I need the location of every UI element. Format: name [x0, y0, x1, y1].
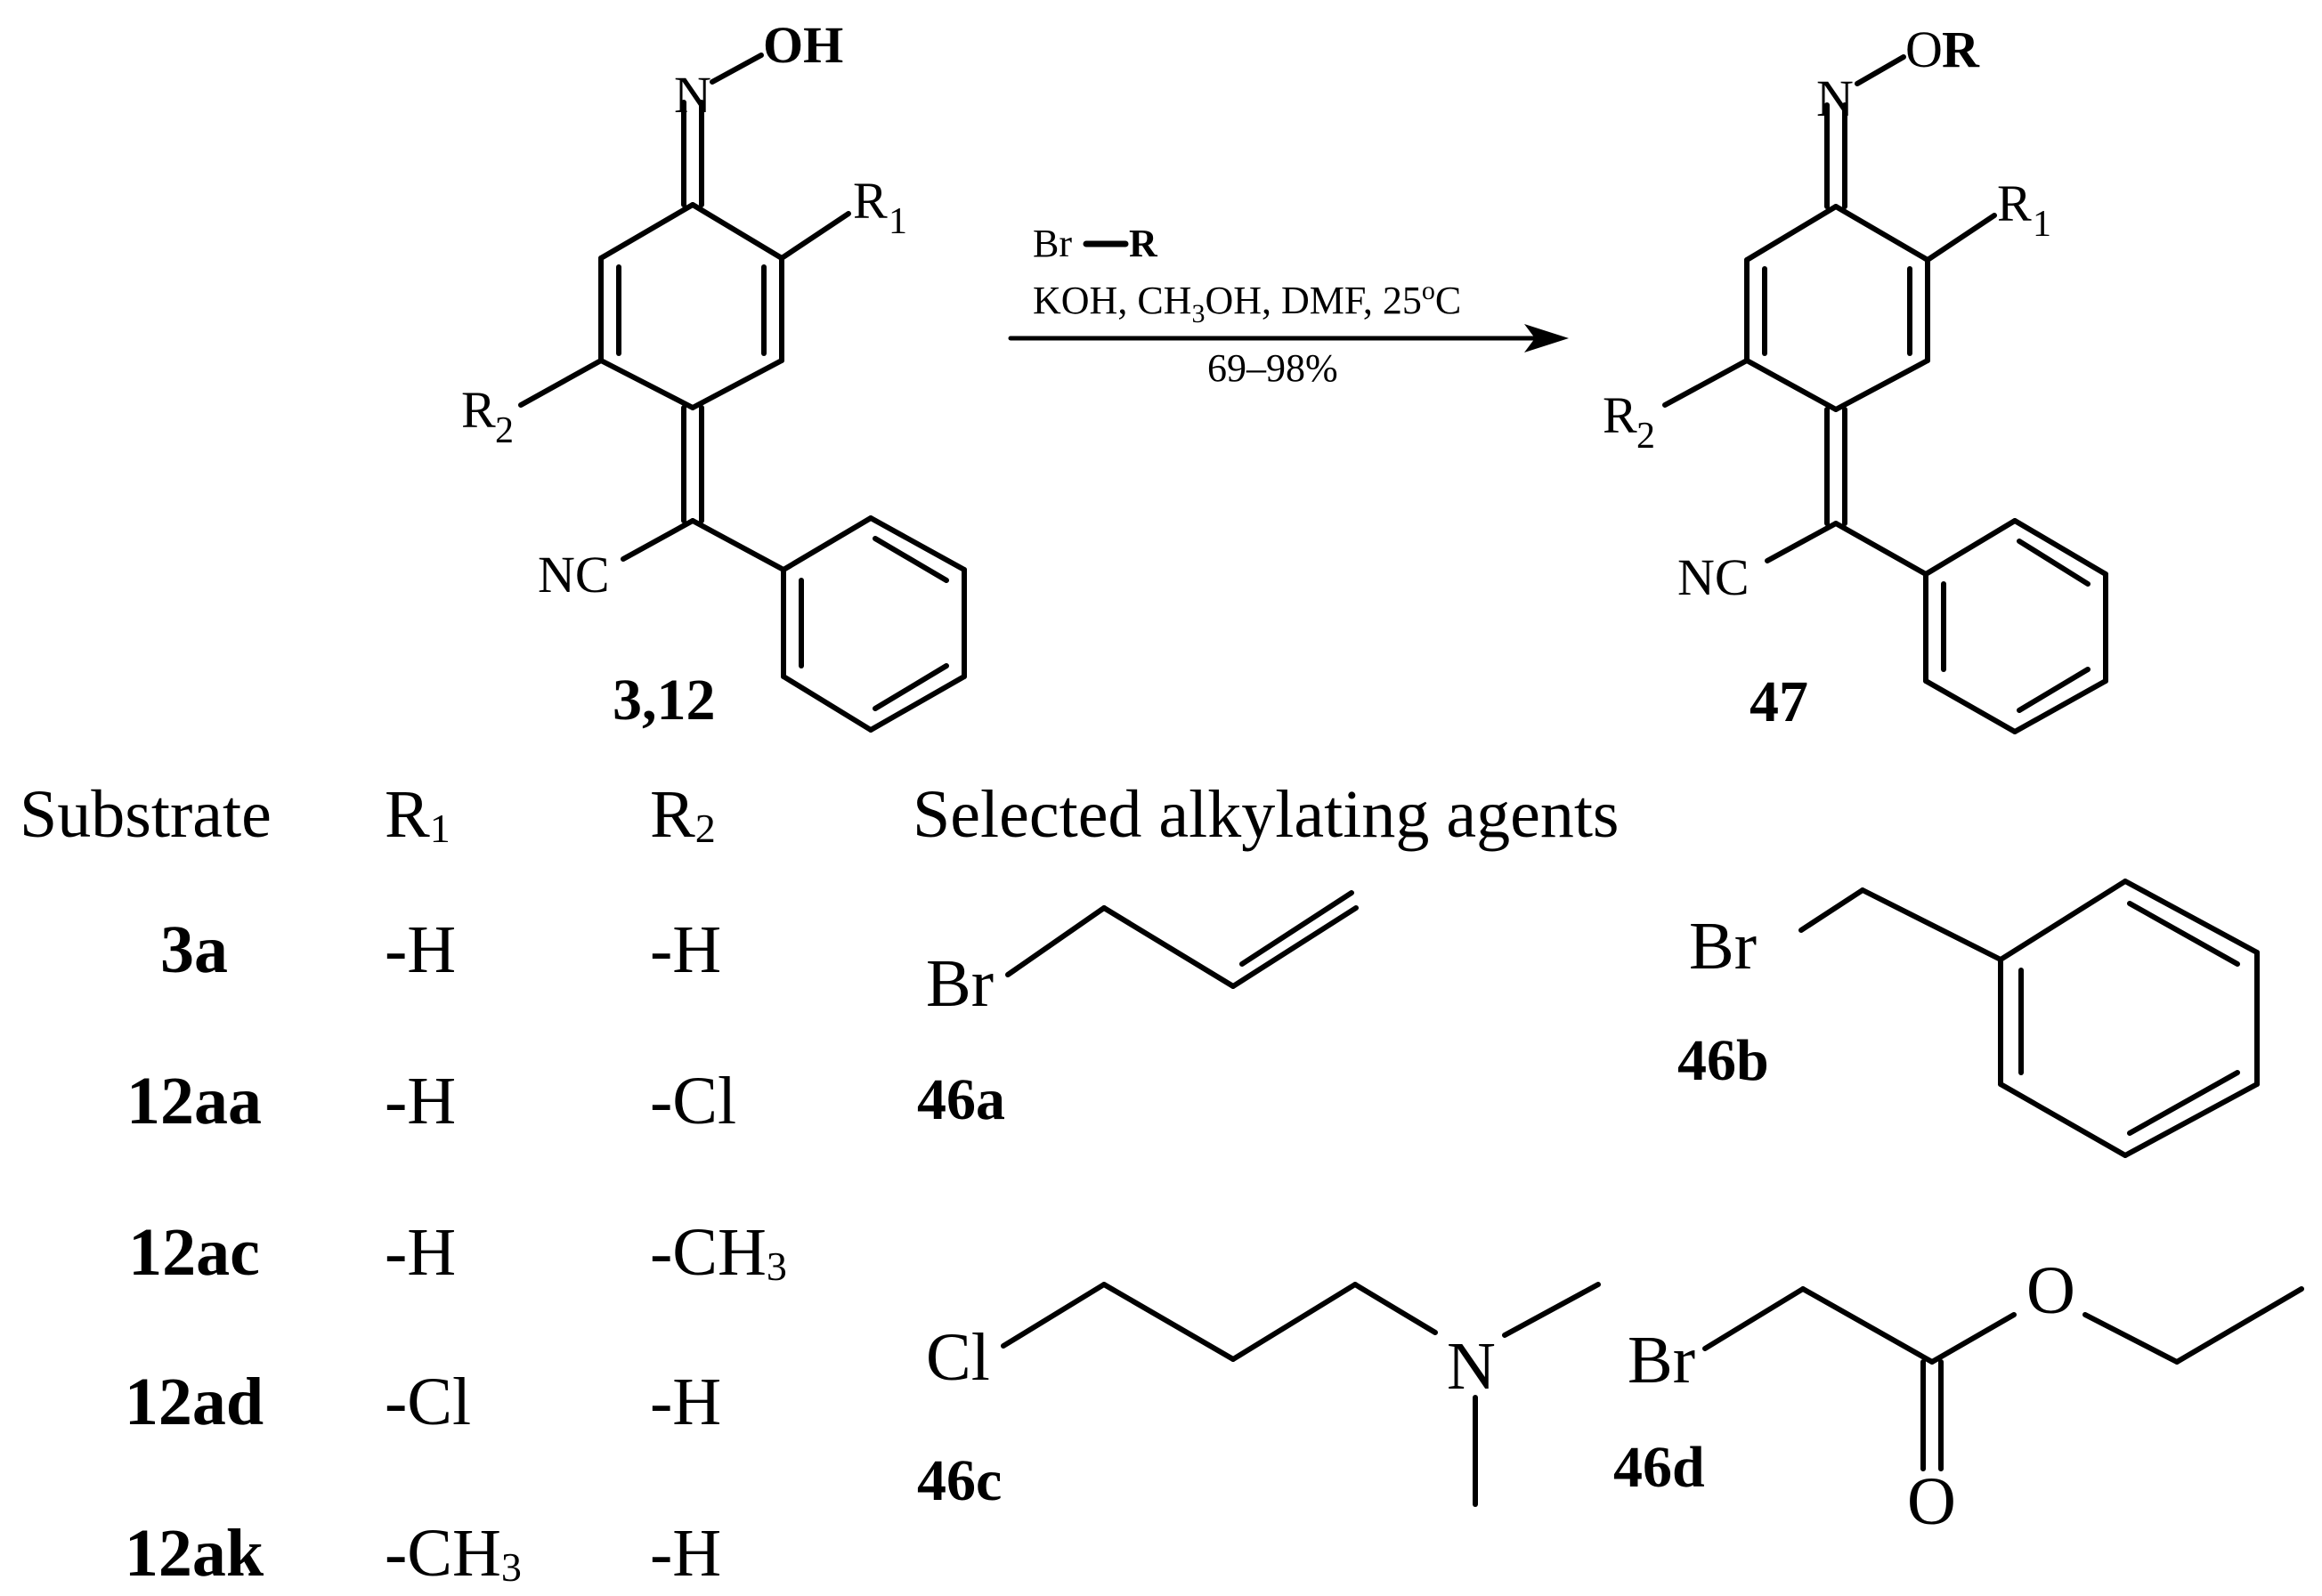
yield-label: 69–98%	[1207, 346, 1338, 390]
product-compound-label: 47	[1750, 669, 1808, 734]
reactant-r1-subscript: 1	[889, 201, 907, 242]
product-oxime-n: N	[1816, 69, 1854, 127]
reaction-arrow	[1008, 324, 1569, 352]
table-row-r2: -H	[650, 1516, 721, 1591]
table-row-substrate: 12ad	[125, 1365, 264, 1439]
table-row-r1: -Cl	[385, 1365, 471, 1439]
table-row-substrate: 12ak	[125, 1516, 264, 1591]
agent-46c-label: 46c	[917, 1448, 1002, 1513]
conditions-line: KOH, CH3OH, DMF, 25oC	[1033, 276, 1461, 328]
reagent-r: R	[1129, 222, 1158, 265]
reactant-nitrile-label: NC	[538, 546, 610, 604]
agent-46b-label: 46b	[1677, 1028, 1769, 1093]
agent-46d-carbonyl-o: O	[1907, 1464, 1956, 1539]
product-oxime-o: O	[1905, 20, 1943, 78]
agent-46d-ether-o: O	[2026, 1253, 2075, 1328]
table-row-r2: -CH3	[650, 1215, 787, 1290]
agent-46d-structure	[1702, 1286, 2304, 1471]
product-nitrile-label: NC	[1677, 548, 1750, 606]
reactant-r2-subscript: 2	[495, 410, 514, 451]
agent-46b-br: Br	[1689, 909, 1757, 984]
agent-46b-structure	[1798, 879, 2260, 1158]
agent-46c-n: N	[1447, 1329, 1496, 1404]
reactant-compound-label: 3,12	[613, 668, 716, 733]
agent-46a-br: Br	[926, 946, 994, 1021]
table-row-substrate: 12aa	[126, 1064, 262, 1138]
table-row-r1: -H	[385, 1215, 456, 1290]
table-header-substrate: Substrate	[20, 777, 272, 852]
agent-46a-label: 46a	[917, 1067, 1005, 1132]
product-r1-label: R	[1997, 174, 2032, 232]
reagent-br: Br	[1033, 222, 1072, 265]
table-row-r2: -Cl	[650, 1064, 736, 1138]
product-r1-subscript: 1	[2033, 204, 2051, 245]
table-row-substrate: 12ac	[128, 1215, 260, 1290]
product-oxime-r: R	[1942, 20, 1980, 78]
table-row-substrate: 3a	[160, 912, 228, 987]
substrate-table-rows: 3a -H -H 12aa -H -Cl 12ac -H -CH3 12ad -Cl -H 12ak -C…	[125, 912, 787, 1591]
product-r2-label: R	[1603, 386, 1637, 444]
table-row-r1: -H	[385, 1064, 456, 1138]
table-header-r2: R2	[650, 777, 716, 852]
table-row-r2: -H	[650, 912, 721, 987]
agent-46d-br: Br	[1628, 1323, 1695, 1398]
table-header-r1: R1	[385, 777, 451, 852]
table-row-r1: -H	[385, 912, 456, 987]
table-row-r2: -H	[650, 1365, 721, 1439]
reactant-r1-label: R	[853, 172, 888, 230]
agent-46a-structure	[1005, 890, 1359, 989]
reactant-oxime-oh: OH	[763, 16, 843, 74]
agent-46d-label: 46d	[1613, 1435, 1705, 1500]
reactant-oxime-n: N	[674, 66, 711, 124]
reactant-structure	[518, 53, 967, 733]
alkylating-agents-title: Selected alkylating agents	[913, 777, 1620, 852]
table-row-r1: -CH3	[385, 1516, 522, 1591]
reactant-r2-label: R	[461, 381, 496, 439]
product-structure	[1662, 54, 2108, 734]
product-r2-subscript: 2	[1636, 416, 1655, 457]
agent-46c-cl: Cl	[926, 1320, 990, 1395]
agent-46c-structure	[1001, 1282, 1601, 1507]
